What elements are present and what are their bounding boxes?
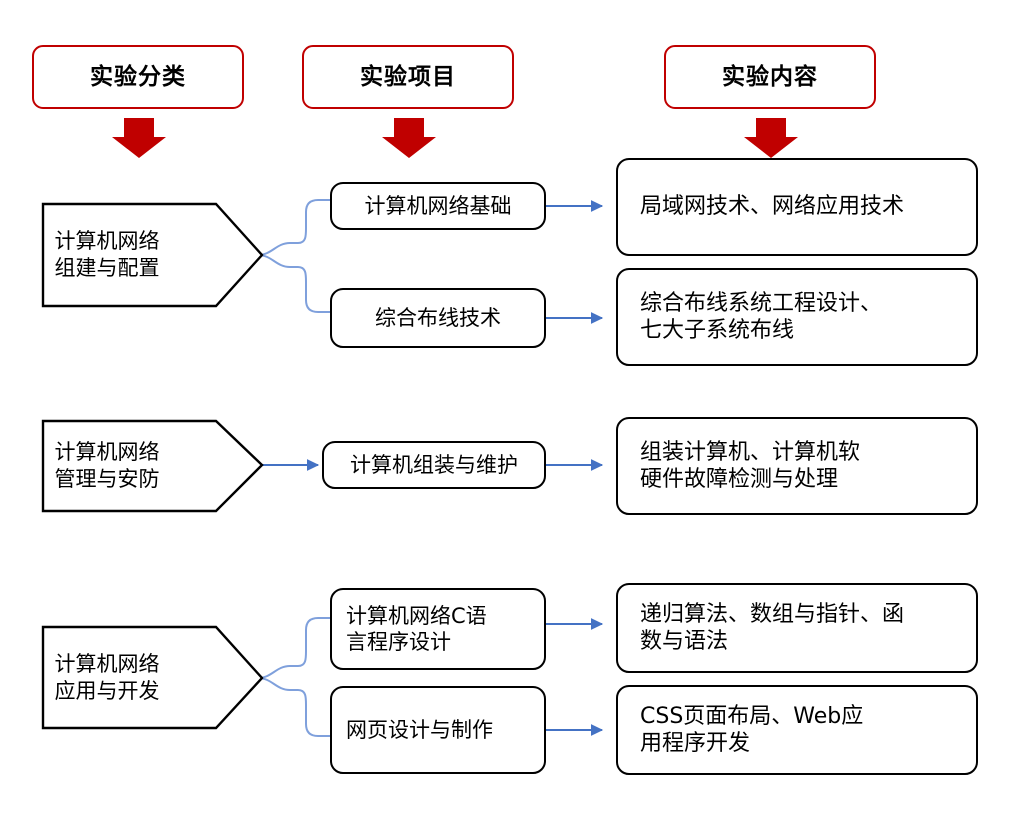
category-label-row2[interactable]: 计算机网络 管理与安防 — [43, 421, 262, 511]
project-label-row1-item2: 综合布线技术 — [375, 305, 501, 330]
project-box-row3-item2[interactable]: 网页设计与制作 — [330, 686, 546, 774]
content-label-row1-item1: 局域网技术、网络应用技术 — [640, 194, 905, 220]
content-box-row1-item1[interactable]: 局域网技术、网络应用技术 — [616, 158, 978, 256]
category-label-row1[interactable]: 计算机网络 组建与配置 — [43, 204, 262, 306]
category-line1-row1: 计算机网络 — [54, 229, 160, 254]
category-line1-row3: 计算机网络 — [54, 651, 160, 676]
content-label-row3-item2: CSS页面布局、Web应 用程序开发 — [640, 703, 864, 757]
down-arrow-icon-project — [382, 118, 436, 158]
connector-row1-arrows — [546, 200, 604, 324]
project-box-row3-item1[interactable]: 计算机网络C语 言程序设计 — [330, 588, 546, 670]
content-box-row2-item1[interactable]: 组装计算机、计算机软 硬件故障检测与处理 — [616, 417, 978, 515]
header-label-category: 实验分类 — [90, 63, 186, 90]
header-label-content: 实验内容 — [722, 63, 818, 90]
category-line2-row2: 管理与安防 — [54, 467, 160, 491]
header-label-project: 实验项目 — [360, 63, 456, 90]
project-label-row2-item1: 计算机组装与维护 — [350, 452, 518, 477]
header-pill-project[interactable]: 实验项目 — [302, 45, 514, 109]
header-pill-content[interactable]: 实验内容 — [664, 45, 876, 109]
project-label-row1-item1: 计算机网络基础 — [364, 193, 512, 218]
project-box-row1-item2[interactable]: 综合布线技术 — [330, 288, 546, 348]
down-arrow-icon-content — [744, 118, 798, 158]
connector-row3-arrows — [546, 618, 604, 736]
category-label-row3[interactable]: 计算机网络 应用与开发 — [43, 627, 262, 728]
project-box-row2-item1[interactable]: 计算机组装与维护 — [322, 441, 546, 489]
content-label-row3-item1: 递归算法、数组与指针、函 数与语法 — [640, 601, 905, 655]
header-pill-category[interactable]: 实验分类 — [32, 45, 244, 109]
down-arrow-icon-category — [112, 118, 166, 158]
category-line2-row3: 应用与开发 — [54, 678, 160, 703]
project-box-row1-item1[interactable]: 计算机网络基础 — [330, 182, 546, 230]
content-box-row1-item2[interactable]: 综合布线系统工程设计、 七大子系统布线 — [616, 268, 978, 366]
content-box-row3-item2[interactable]: CSS页面布局、Web应 用程序开发 — [616, 685, 978, 775]
project-label-row3-item2: 网页设计与制作 — [346, 717, 493, 742]
connector-row1-bracket — [257, 199, 330, 313]
project-label-row3-item1: 计算机网络C语 言程序设计 — [346, 603, 487, 654]
content-box-row3-item1[interactable]: 递归算法、数组与指针、函 数与语法 — [616, 583, 978, 673]
category-line1-row2: 计算机网络 — [54, 440, 160, 465]
connector-row3-bracket — [257, 617, 330, 737]
content-label-row1-item2: 综合布线系统工程设计、 七大子系统布线 — [640, 290, 883, 344]
category-line2-row1: 组建与配置 — [54, 256, 160, 280]
content-label-row2-item1: 组装计算机、计算机软 硬件故障检测与处理 — [640, 439, 861, 493]
